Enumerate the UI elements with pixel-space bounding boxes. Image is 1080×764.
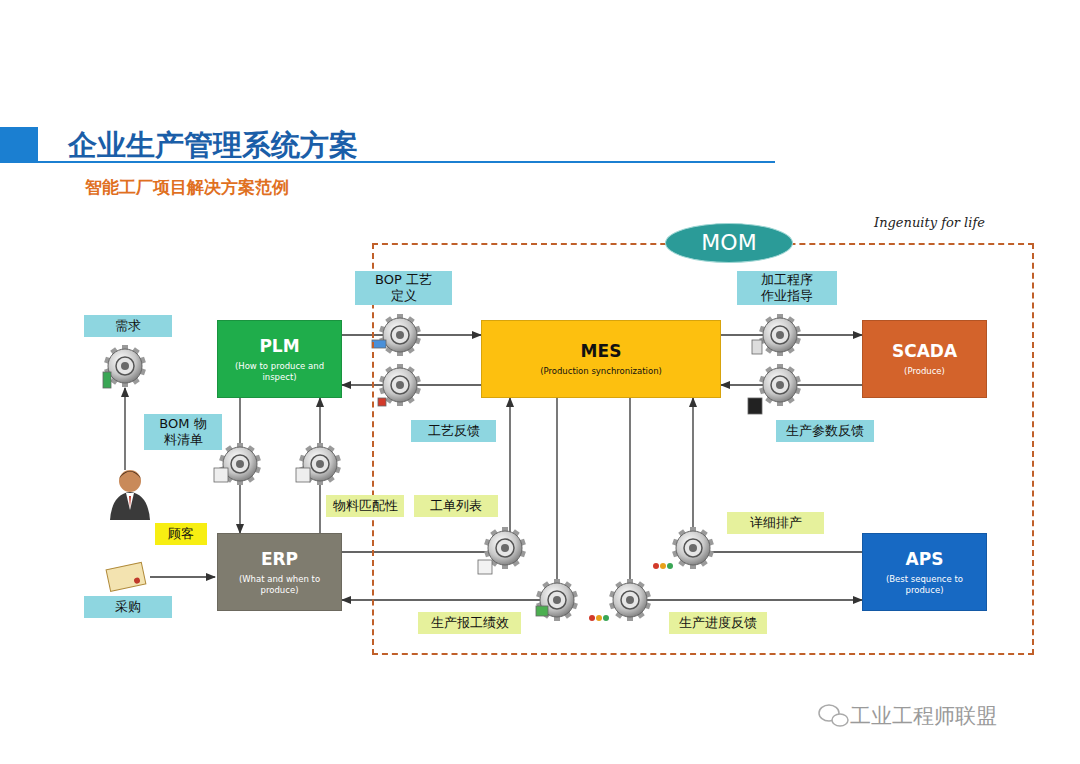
- icon-accent: [378, 398, 386, 406]
- system-name: SCADA: [892, 341, 957, 361]
- icon-accent: [296, 468, 310, 482]
- device-icon: [379, 314, 421, 356]
- tag-text: 需求: [115, 318, 141, 334]
- flow-tag: 工单列表: [414, 495, 498, 517]
- system-name: PLM: [259, 336, 299, 356]
- tag-text: 工艺反馈: [428, 423, 480, 439]
- status-dot: [596, 615, 602, 621]
- device-icon: [536, 579, 578, 621]
- tag-text: 采购: [115, 599, 141, 615]
- system-name: ERP: [261, 549, 298, 569]
- flow-tag: 加工程序 作业指导: [737, 271, 837, 305]
- flow-tag: 生产参数反馈: [776, 420, 874, 442]
- region-heading-ellipse: MOM: [665, 223, 793, 263]
- brand-slogan: Ingenuity for life: [874, 215, 985, 230]
- tag-text: 物料匹配性: [333, 498, 398, 514]
- tag-text: 生产进度反馈: [679, 615, 757, 631]
- status-dot: [589, 615, 595, 621]
- system-box: SCADA (Produce): [862, 320, 987, 398]
- plain-arrow: [150, 576, 215, 577]
- page-title: 企业生产管理系统方案: [68, 126, 358, 166]
- tag-text: 加工程序 作业指导: [756, 272, 818, 303]
- tag-text: 生产报工绩效: [431, 615, 509, 631]
- actor-tag: 顾客: [155, 523, 207, 545]
- icon-accent: [214, 468, 228, 482]
- icon-accent: [372, 340, 386, 348]
- status-dot: [603, 615, 609, 621]
- subtitle: 智能工厂项目解决方案范例: [85, 176, 289, 199]
- title-bar: [0, 127, 38, 163]
- icon-accent: [752, 340, 762, 354]
- system-description: (Produce): [904, 366, 945, 377]
- watermark: 工业工程师联盟: [850, 702, 997, 730]
- mom-region: MES (Production synchronization) 加工程序 作业指导…: [372, 243, 1034, 655]
- system-description: (How to produce and inspect): [224, 361, 335, 382]
- tag-text: 顾客: [168, 526, 194, 542]
- system-box: APS (Best sequence to produce): [862, 533, 987, 611]
- device-icon: [759, 314, 801, 356]
- device-icon: [759, 364, 801, 406]
- system-description: (Best sequence to produce): [869, 574, 980, 595]
- customer-figure: [110, 470, 150, 520]
- flow-tag: BOM 物料清单: [144, 414, 222, 450]
- flow-tag: BOP 工艺定义: [355, 271, 452, 305]
- flow-arrow: [342, 398, 510, 552]
- flow-tag: 工艺反馈: [411, 420, 496, 442]
- flow-tag: 详细排产: [727, 512, 824, 534]
- status-dot: [653, 563, 659, 569]
- flow-tag: 需求: [84, 315, 172, 337]
- device-icon: [609, 579, 651, 621]
- system-name: APS: [906, 549, 944, 569]
- icon-accent: [103, 372, 111, 388]
- system-name: MES: [581, 341, 622, 361]
- icon-accent: [536, 606, 548, 616]
- device-icon: [672, 527, 714, 569]
- tag-text: BOM 物料清单: [155, 416, 211, 447]
- tag-text: 详细排产: [750, 515, 802, 531]
- system-box: ERP (What and when to produce): [217, 533, 342, 611]
- purchase-document: [106, 562, 146, 591]
- tag-text: 工单列表: [430, 498, 482, 514]
- icon-accent: [748, 398, 762, 414]
- flow-tag: 物料匹配性: [326, 495, 404, 517]
- tag-text: 生产参数反馈: [786, 423, 864, 439]
- tag-text: BOP 工艺定义: [373, 272, 435, 303]
- status-dot: [667, 563, 673, 569]
- system-description: (What and when to produce): [224, 574, 335, 595]
- system-description: (Production synchronization): [540, 366, 662, 377]
- plain-arrow: [124, 388, 125, 470]
- status-dot: [660, 563, 666, 569]
- system-box: MES (Production synchronization): [481, 320, 721, 398]
- flow-tag: 生产报工绩效: [418, 612, 521, 634]
- icon-accent: [478, 560, 492, 574]
- flow-tag: 生产进度反馈: [669, 612, 767, 634]
- region-heading: MOM: [701, 230, 756, 256]
- flow-tag: 采购: [84, 596, 172, 618]
- watermark-icon: [819, 705, 848, 726]
- system-box: PLM (How to produce and inspect): [217, 320, 342, 398]
